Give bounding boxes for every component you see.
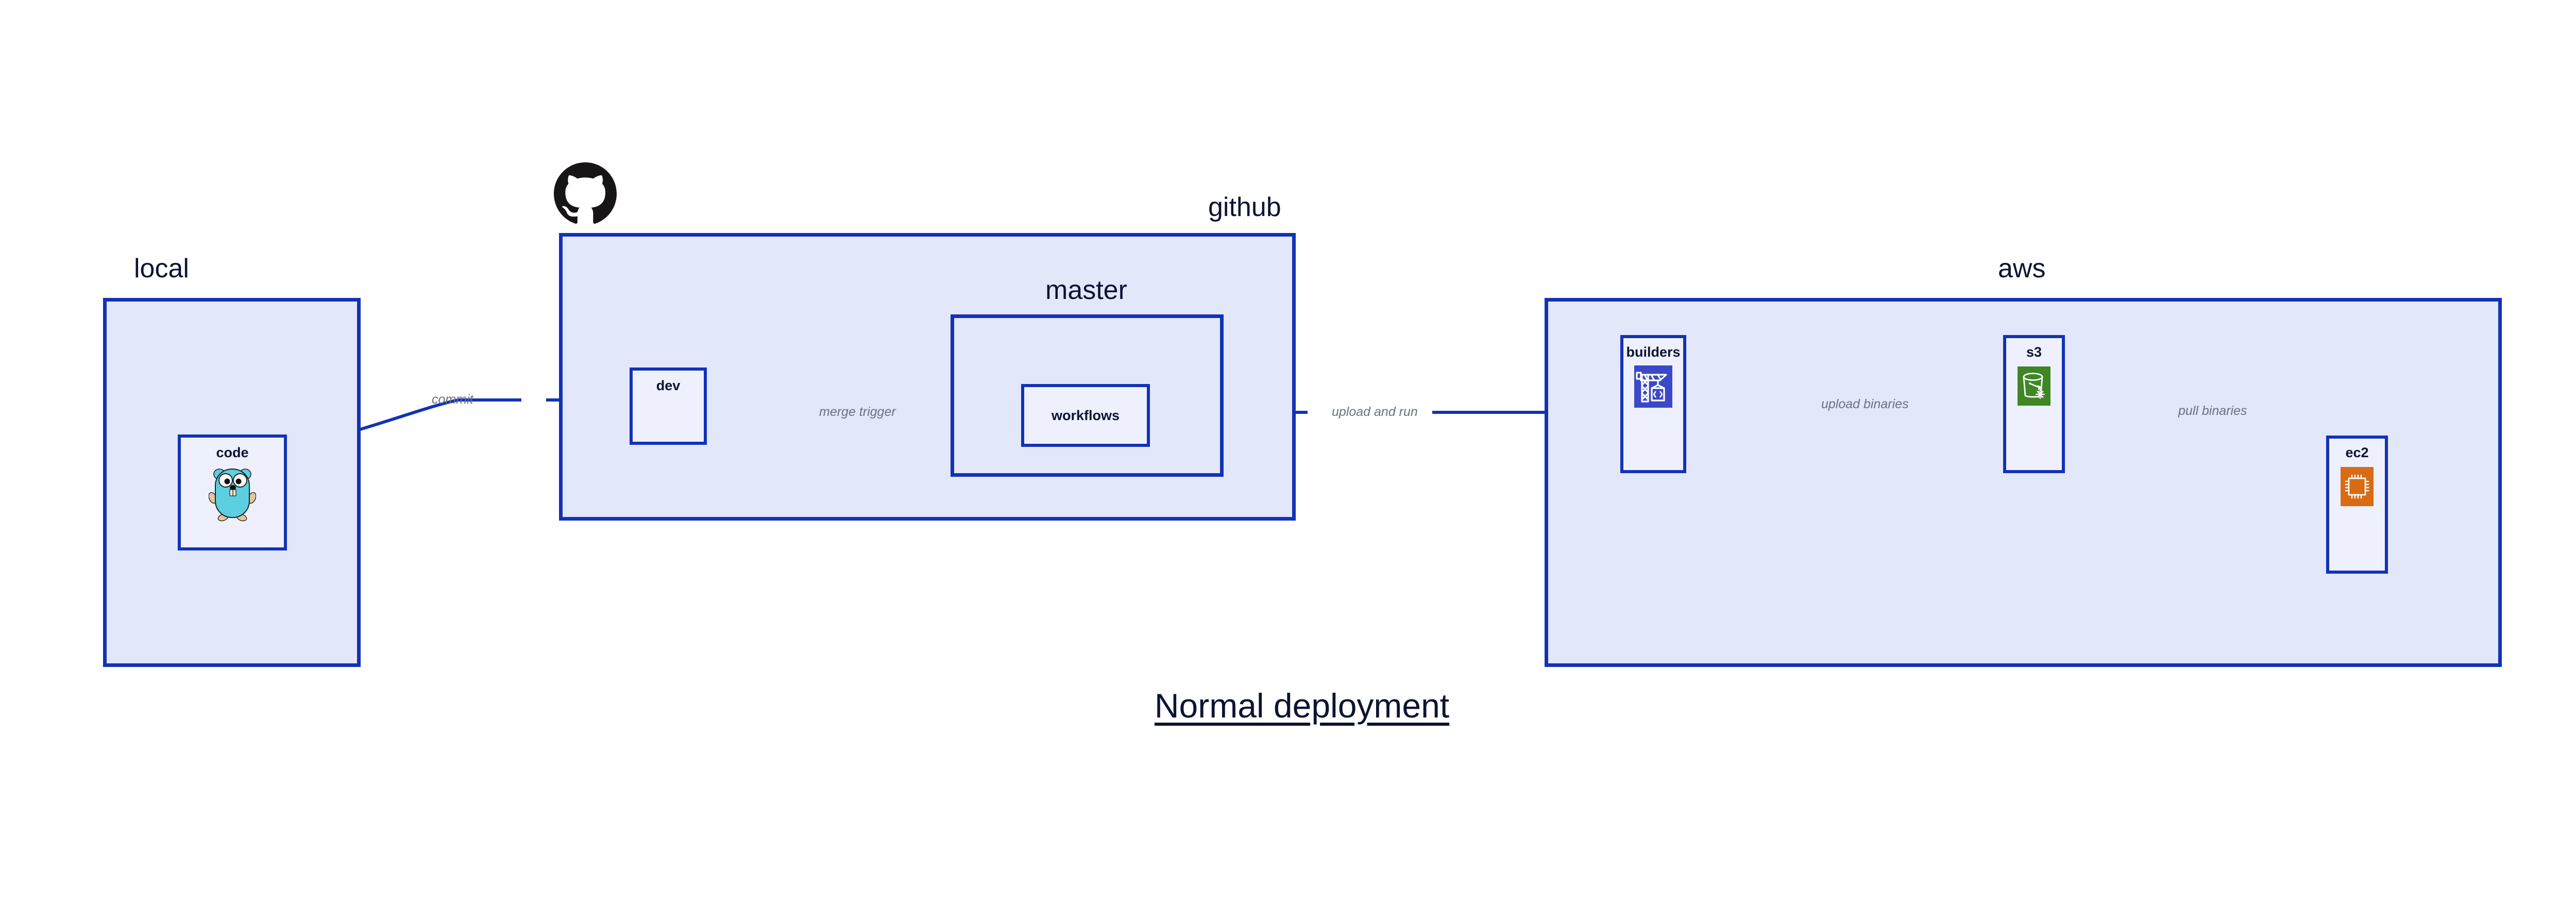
cluster-label-master: master (1045, 275, 1127, 305)
go-gopher-icon (208, 466, 257, 524)
node-ec2[interactable]: ec2 (2326, 436, 2388, 574)
cluster-label-github: github (1208, 192, 1281, 222)
edge-label-merge-trigger: merge trigger (819, 405, 896, 419)
edge-label-pull-binaries: pull binaries (2178, 404, 2247, 418)
cluster-label-local: local (134, 254, 189, 283)
node-dev[interactable]: dev (630, 368, 707, 445)
diagram-title: Normal deployment (1154, 687, 1450, 725)
node-label-builders: builders (1626, 344, 1681, 360)
node-label-s3: s3 (2026, 344, 2042, 360)
node-label-dev: dev (656, 378, 681, 393)
cluster-label-aws: aws (1998, 254, 2046, 283)
aws-s3-bucket-icon (2018, 366, 2050, 408)
github-octocat-logo (554, 162, 617, 228)
edge-label-upload-and-run: upload and run (1332, 405, 1418, 419)
node-s3[interactable]: s3 (2003, 335, 2065, 473)
node-workflows[interactable]: workflows (1021, 384, 1150, 447)
node-label-ec2: ec2 (2345, 445, 2369, 460)
cluster-master (951, 314, 1224, 477)
node-label-code: code (216, 445, 249, 460)
aws-builders-crane-icon (1634, 365, 1672, 410)
aws-ec2-chip-icon (2341, 467, 2374, 509)
edge-label-upload-binaries: upload binaries (1821, 397, 1909, 411)
node-builders[interactable]: builders (1620, 335, 1686, 473)
node-label-workflows: workflows (1051, 407, 1120, 423)
node-code[interactable]: code (178, 435, 287, 550)
edge-label-commit: commit (432, 392, 473, 407)
